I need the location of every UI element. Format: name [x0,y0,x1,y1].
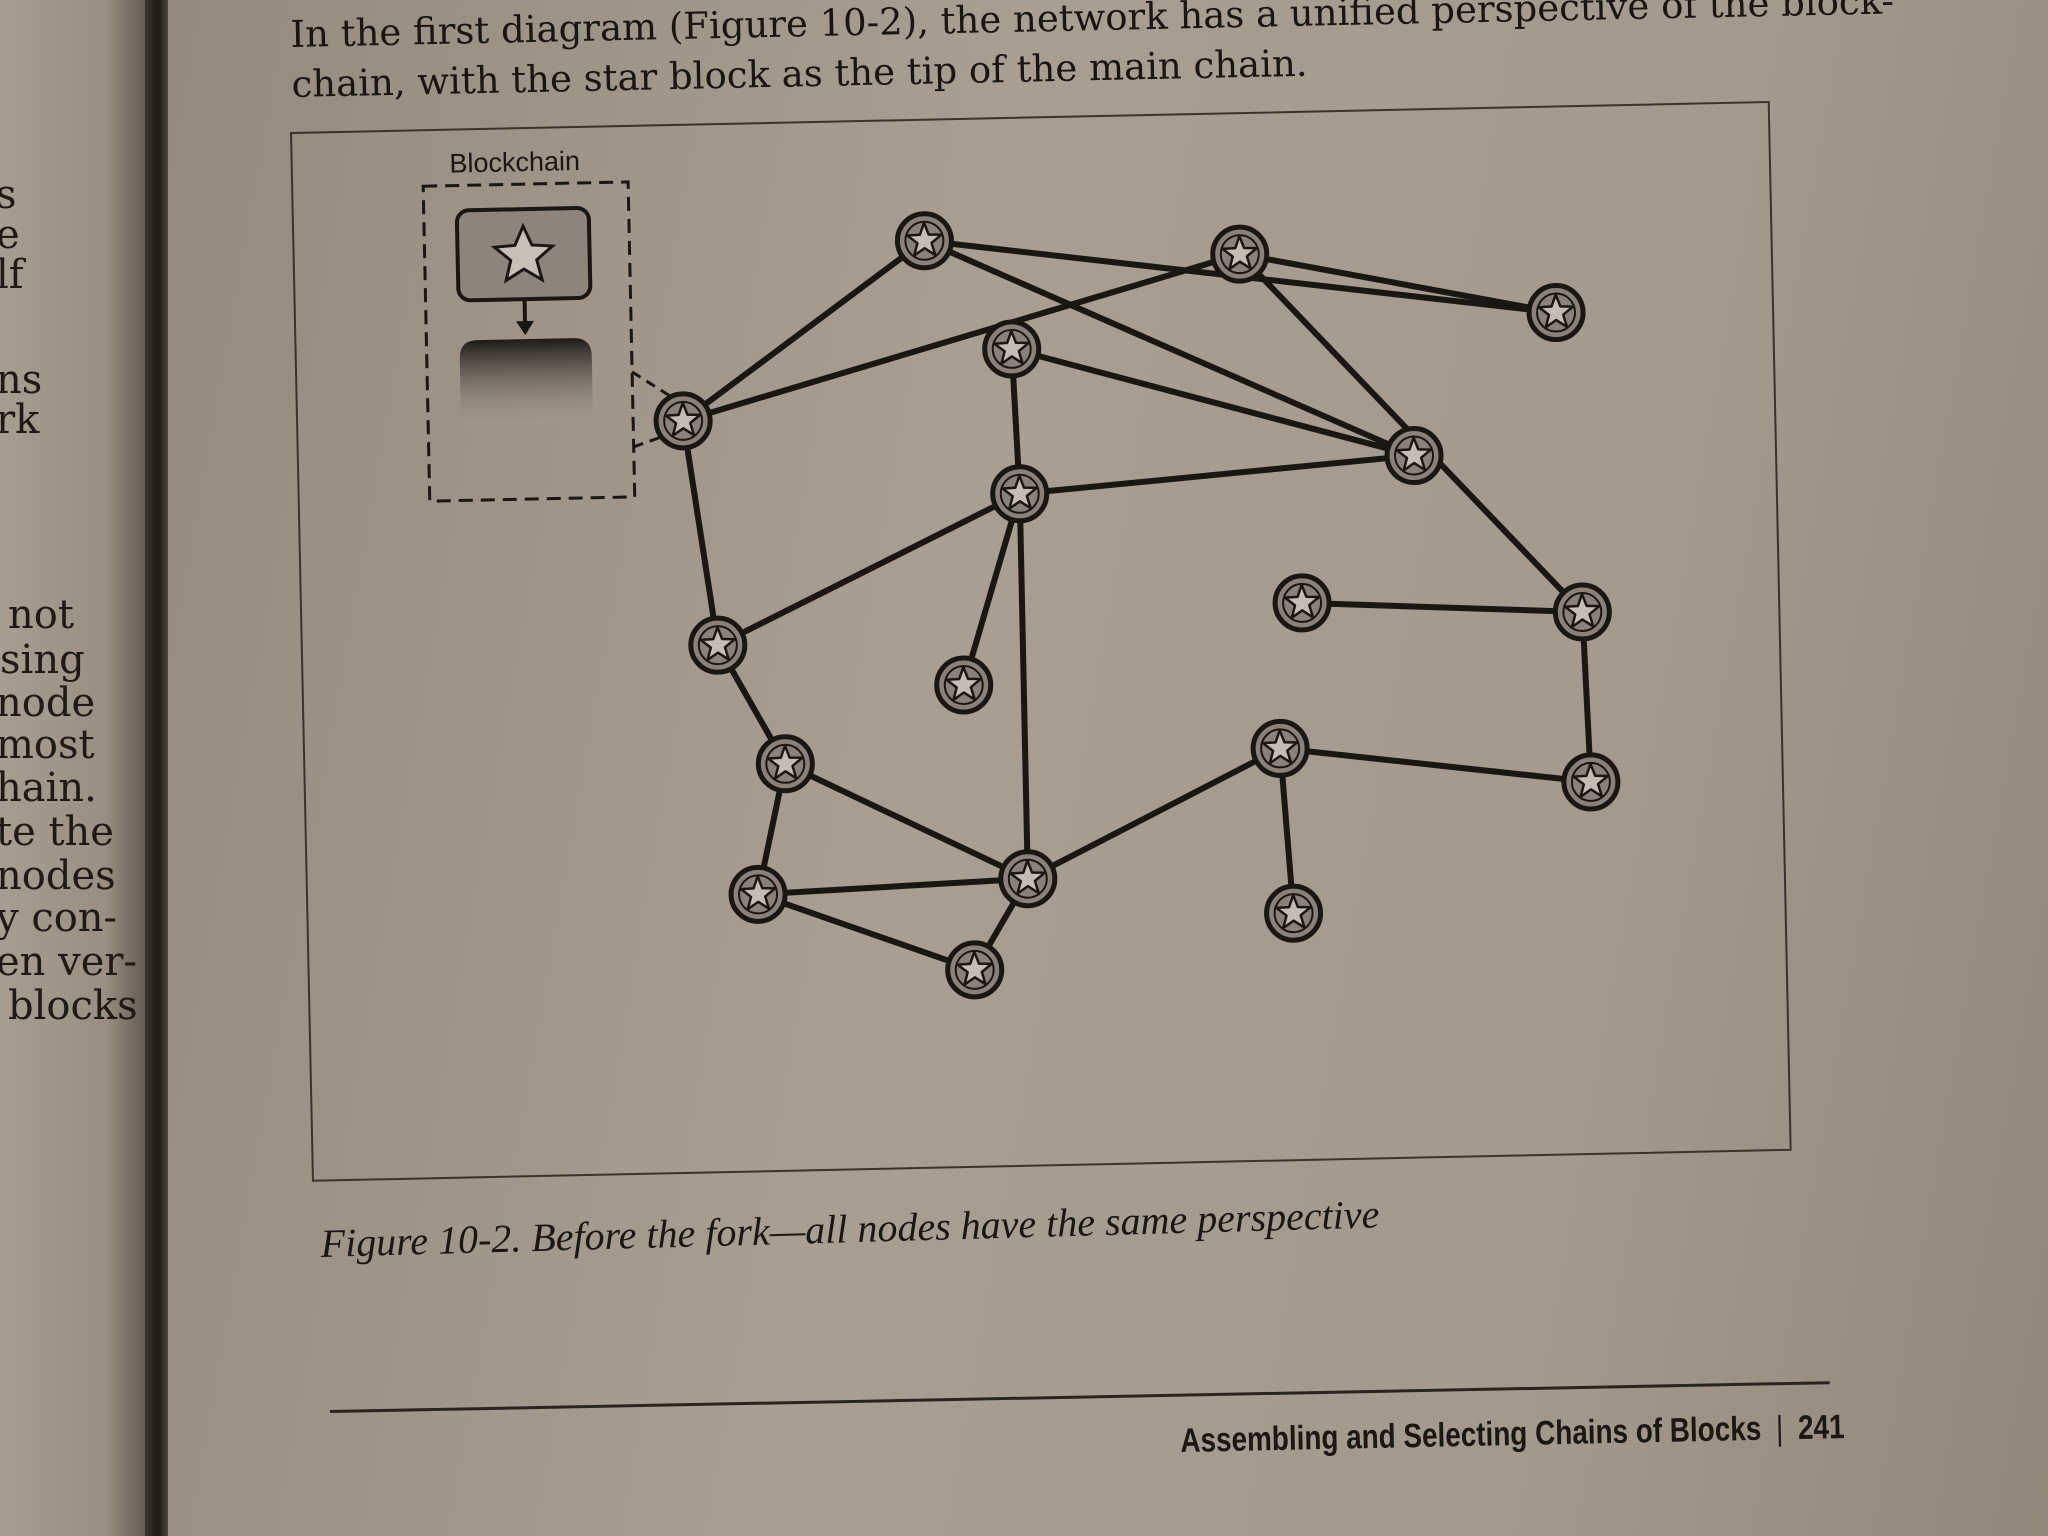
block-link-arrow [522,299,528,326]
margin-word: y con- [0,895,118,941]
left-page: s e lf ns rk not sing node most hain. te… [0,0,150,1536]
margin-word: e [0,212,20,258]
star-icon [993,329,1030,366]
network-node [894,211,954,271]
network-link [714,490,1023,649]
network-node [688,615,748,675]
inset-dashed-border [421,180,637,503]
network-link [755,875,1031,898]
network-link [1008,345,1418,459]
network-link [1299,599,1586,616]
star-icon [905,221,943,257]
margin-word: not [8,592,74,638]
tip-block-star-icon [490,222,557,284]
edges-layer [680,237,1594,973]
network-link [782,760,1031,882]
network-node [1250,718,1310,778]
margin-word: hain. [0,765,97,811]
nodes-layer [653,211,1621,1000]
network-node [945,940,1005,1000]
network-node [998,849,1058,909]
margin-word: te the [0,809,114,855]
network-node [1526,283,1586,343]
network-link [680,237,928,424]
margin-word: en ver- [0,939,138,985]
figure-10-2: Blockchain [290,100,1832,1212]
star-icon [956,950,993,986]
margin-word: node [0,680,96,726]
network-node [653,391,713,451]
network-node [1384,426,1444,486]
network-link [921,237,1418,459]
star-icon [1572,762,1610,798]
star-icon [1001,474,1038,510]
star-icon [766,744,804,780]
margin-word: s [0,172,17,218]
star-icon [1395,436,1433,472]
star-icon [1537,293,1575,329]
footer-separator: | [1775,1409,1784,1448]
network-link [1016,490,1031,882]
network-node [934,655,994,715]
star-icon [1261,729,1299,765]
network-link [755,891,978,973]
figure-frame: Blockchain [290,101,1792,1182]
margin-word: ns [0,357,43,403]
blockchain-inset: Blockchain [421,146,694,503]
network-node [1210,224,1270,284]
margin-word: lf [0,252,24,298]
network-node [1561,752,1621,812]
star-icon [1563,592,1601,629]
star-icon [1009,859,1047,895]
star-icon [1221,234,1258,271]
margin-word: sing [0,637,85,683]
network-node [982,319,1042,379]
margin-word: nodes [0,853,116,899]
network-node [1272,573,1332,633]
margin-word: most [0,722,95,768]
page-number: 241 [1797,1408,1845,1448]
network-link [1277,745,1594,785]
network-link [960,490,1023,689]
star-icon [664,401,702,437]
network-node [1552,582,1612,642]
inset-label: Blockchain [449,146,580,179]
network-link [1024,745,1284,882]
margin-word: blocks [8,983,138,1029]
star-icon [699,625,737,662]
network-link [680,251,1243,424]
star-icon [739,875,777,911]
network-link [1016,452,1418,497]
network-link [1236,251,1560,316]
previous-block [459,338,594,426]
star-icon [1275,893,1312,930]
network-node [728,864,788,924]
network-node [1264,883,1324,943]
network-node [990,464,1050,524]
star-icon [945,665,982,702]
network-node [755,734,815,794]
network-diagram: Blockchain [421,146,1621,1000]
margin-word: rk [0,397,40,443]
arrow-head-icon [516,320,535,336]
network-link [680,417,721,649]
star-icon [1283,583,1321,619]
